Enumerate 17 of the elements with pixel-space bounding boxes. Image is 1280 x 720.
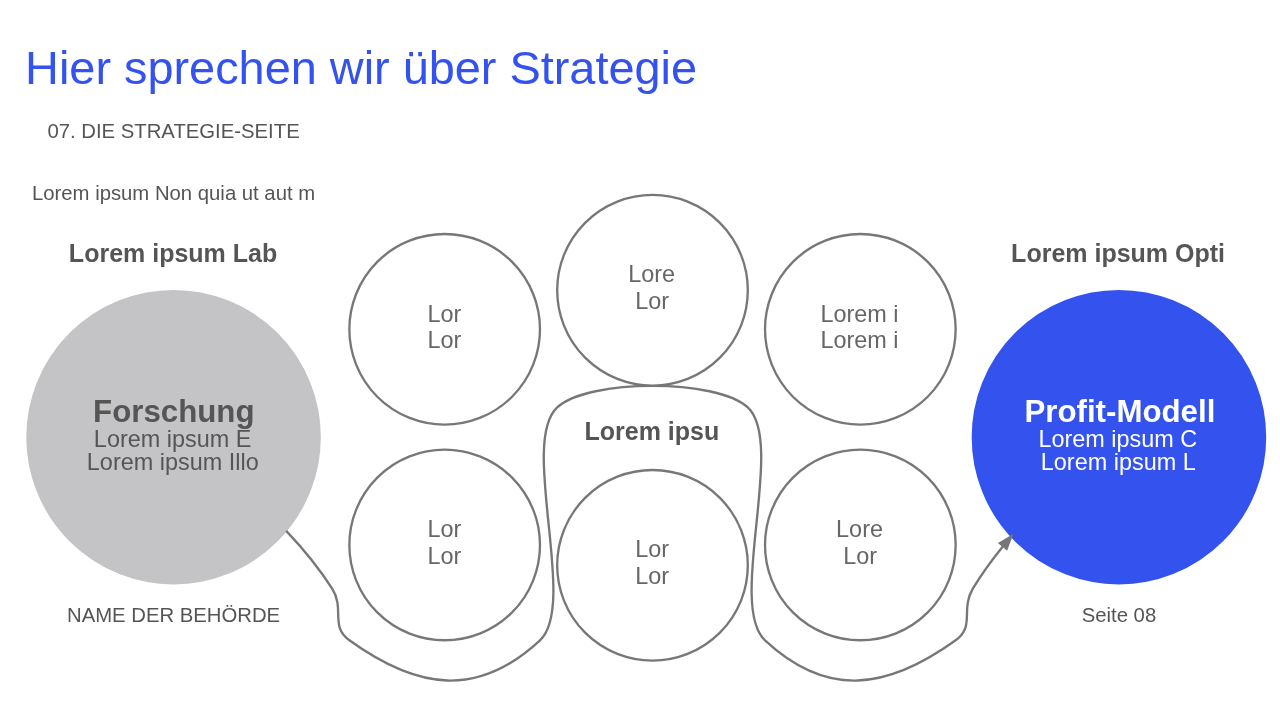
node-circle: Lore Lor [556, 193, 749, 387]
arrow [285, 384, 1014, 682]
node-circle: Lore Lor [763, 447, 957, 641]
label: Lorem ipsum Non quia ut aut m [31, 181, 316, 204]
node-circle: Forschung Lorem ipsum E Lorem ipsum Illo [26, 289, 321, 584]
label: NAME DER BEHÖRDE [66, 603, 281, 626]
diagram-title: Hier sprechen wir über Strategie [25, 41, 698, 94]
label: Lorem ipsum Opti [1011, 238, 1226, 267]
node-circle: Lorem i Lorem i [763, 232, 957, 426]
label: Lorem ipsum Lab [68, 238, 278, 267]
node-circle: Lor Lor [556, 468, 749, 662]
label: 07. DIE STRATEGIE-SEITE [47, 119, 300, 142]
label: Lorem ipsu [584, 416, 720, 445]
node-circle: Lor Lor [348, 232, 542, 426]
node-circle: Lor Lor [348, 447, 542, 641]
label: Seite 08 [1081, 603, 1157, 626]
node-circle: Profit-Modell Lorem ipsum C Lorem ipsum L [971, 289, 1267, 584]
